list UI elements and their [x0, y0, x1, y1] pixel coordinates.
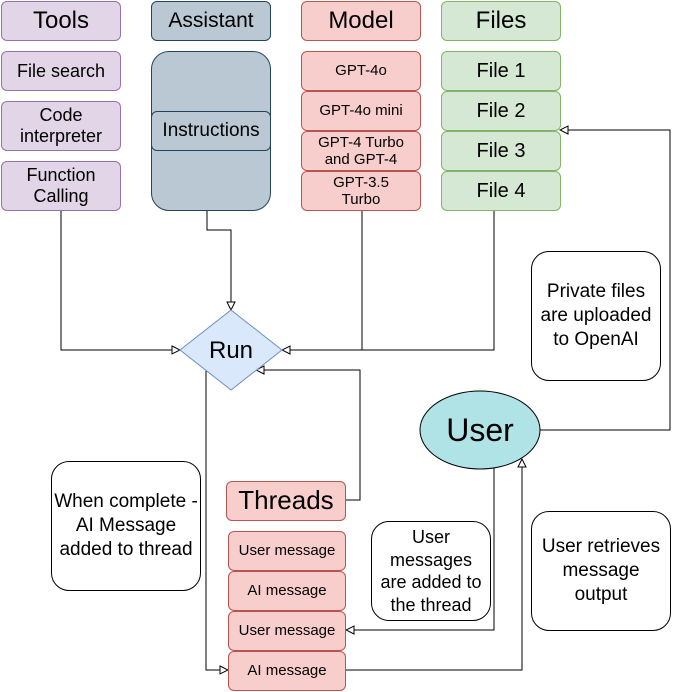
- model-item-gpt-4-turbo: GPT-4 Turbo and GPT-4: [301, 131, 421, 171]
- file-item-2: File 2: [441, 91, 561, 131]
- instructions-item: Instructions: [151, 111, 271, 151]
- when-complete-note: When complete - AI Message added to thre…: [51, 461, 201, 591]
- files-to-run-connector: [362, 210, 495, 351]
- model-item-gpt-4o: GPT-4o: [301, 51, 421, 91]
- model-item-gpt-4o-mini: GPT-4o mini: [301, 91, 421, 131]
- files-header: Files: [441, 1, 561, 41]
- user-to-files-connector: [540, 130, 671, 431]
- thread-message-2: AI message: [228, 571, 346, 611]
- ai-message-to-user-connector: [346, 459, 522, 671]
- file-item-1: File 1: [441, 51, 561, 91]
- user-messages-note: User messages are added to the thread: [371, 521, 491, 621]
- tool-item-function-calling: Function Calling: [1, 161, 121, 211]
- tool-item-code-interpreter: Code interpreter: [1, 101, 121, 151]
- file-item-4: File 4: [441, 171, 561, 211]
- thread-message-4: AI message: [228, 651, 346, 691]
- threads-to-run-connector: [256, 370, 361, 501]
- user-retrieves-note: User retrieves message output: [531, 511, 671, 631]
- thread-message-3: User message: [228, 611, 346, 651]
- tools-header: Tools: [1, 1, 121, 41]
- run-to-ai-message-connector: [205, 370, 228, 670]
- assistant-header: Assistant: [151, 1, 271, 41]
- tool-item-file-search: File search: [1, 51, 121, 91]
- assistant-to-run-connector: [206, 210, 231, 310]
- model-to-run-connector: [282, 210, 363, 350]
- threads-header: Threads: [226, 481, 346, 521]
- tools-to-run-connector: [60, 210, 180, 350]
- model-item-gpt-3-5-turbo: GPT-3.5 Turbo: [301, 171, 421, 211]
- user-to-user-message-connector: [346, 468, 495, 630]
- model-header: Model: [301, 1, 421, 41]
- file-item-3: File 3: [441, 131, 561, 171]
- private-files-note: Private files are uploaded to OpenAI: [531, 251, 661, 381]
- thread-message-1: User message: [228, 531, 346, 571]
